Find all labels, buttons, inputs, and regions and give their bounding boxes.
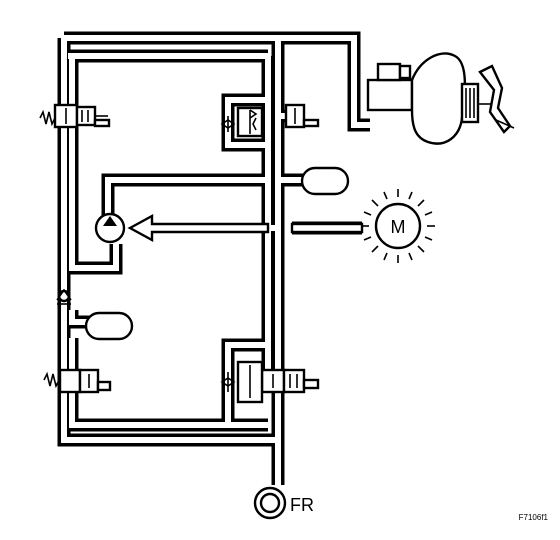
motor-label: M <box>391 217 406 237</box>
relief-valve-upper <box>220 106 264 138</box>
figure-code: F7106f1 <box>519 513 549 522</box>
accumulator-upper <box>300 166 350 196</box>
wheel-cylinder-fr <box>253 486 287 520</box>
hydraulic-pipes <box>57 31 370 485</box>
motor-shaft <box>290 222 364 234</box>
wheel-label: FR <box>290 495 314 515</box>
solenoid-valve-bottom-left <box>43 368 112 394</box>
relief-valve-lower <box>220 360 264 404</box>
check-valve-left <box>56 288 72 305</box>
electric-motor: M <box>361 189 435 263</box>
solenoid-valve-top-left <box>39 103 111 129</box>
motor-drive-arrow <box>127 213 270 243</box>
master-cylinder-booster <box>366 52 515 145</box>
accumulator-lower <box>84 311 134 341</box>
solenoid-valve-top-middle <box>284 103 320 129</box>
pump <box>94 212 126 244</box>
